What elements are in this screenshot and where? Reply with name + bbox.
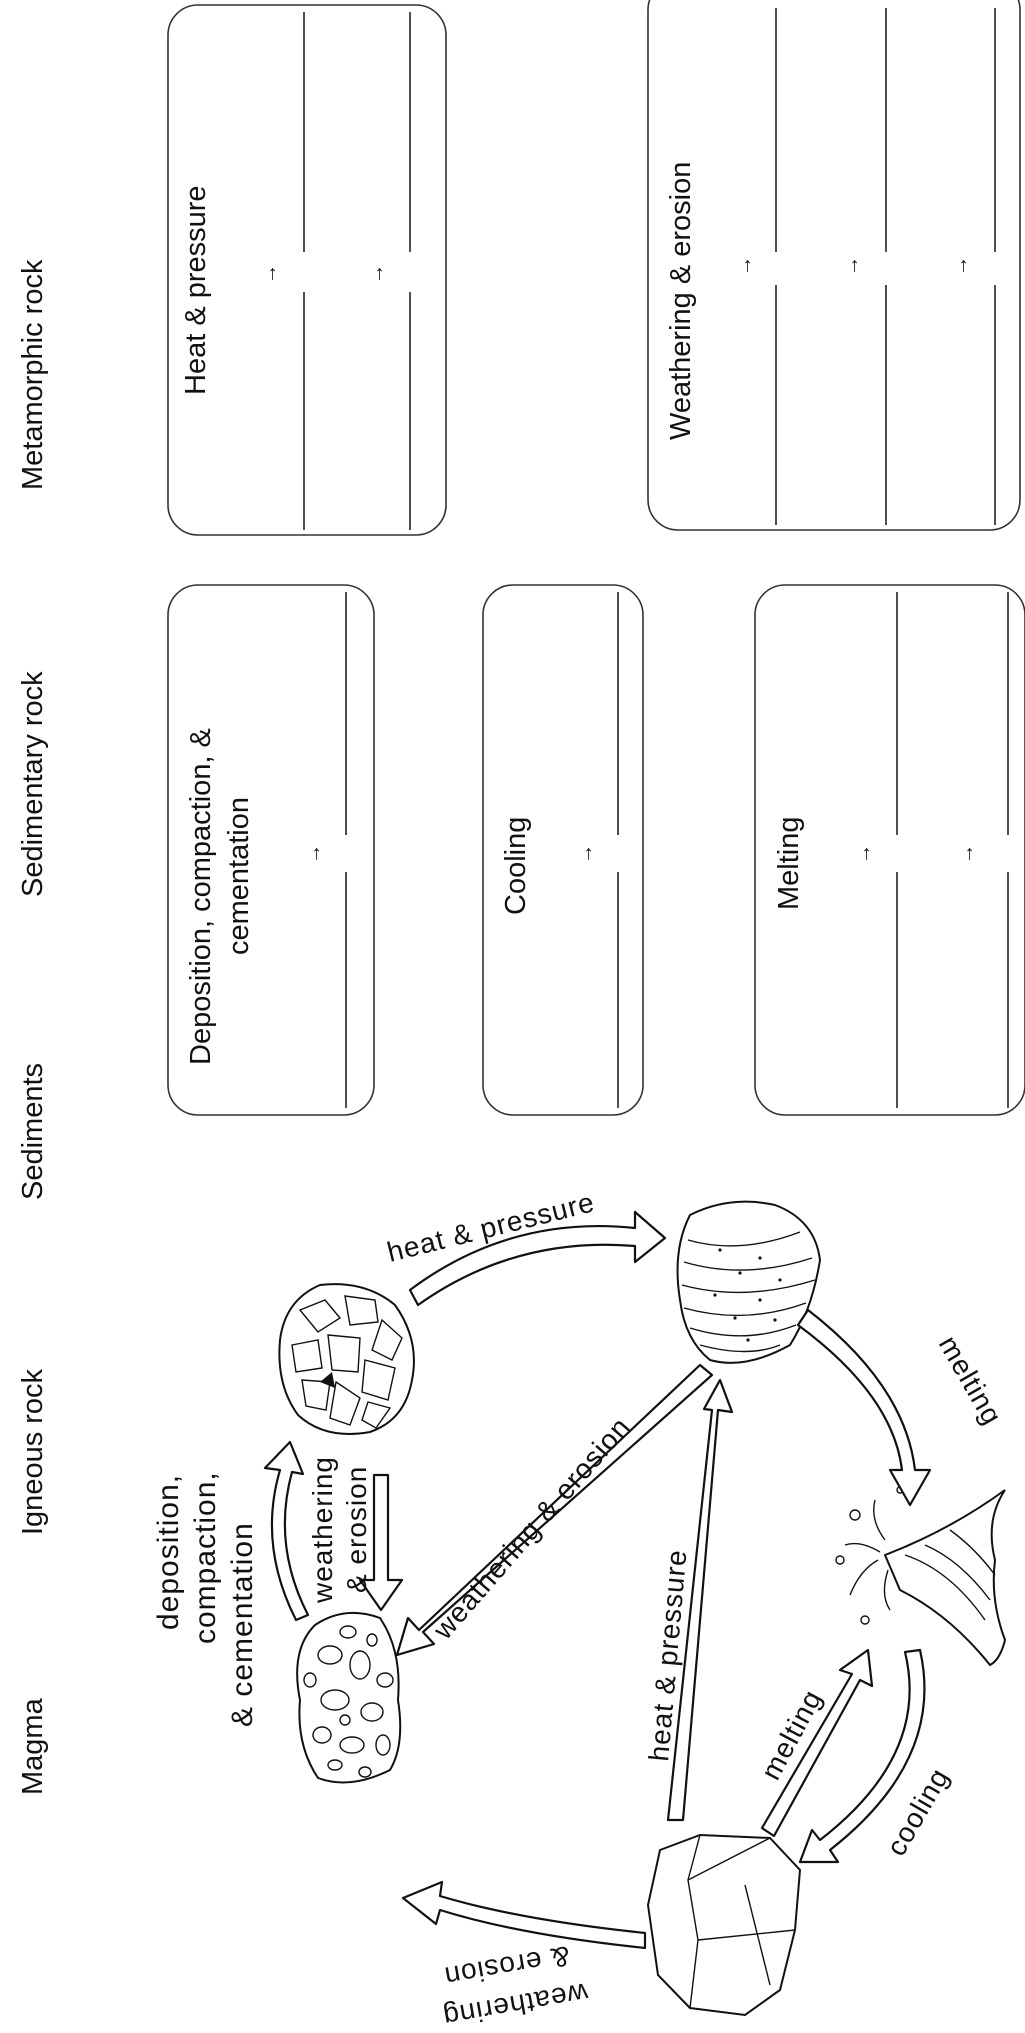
label-deposition-1: deposition, [152, 1474, 185, 1630]
heading-magma: Magma [17, 1697, 49, 1795]
box-title-deposition-line2: cementation [223, 797, 255, 955]
arrow-glyph: → [575, 844, 597, 864]
arrow-glyph: → [841, 256, 863, 276]
arrow-glyph: → [366, 264, 388, 284]
arrow-glyph: → [950, 256, 972, 276]
arrow-heat-pressure-inner [666, 1378, 734, 1822]
arrow-melting-right [796, 1308, 932, 1507]
arrow-glyph: → [734, 256, 756, 276]
fill-in-box-deposition: Deposition, compaction, & cementation → [167, 584, 375, 1116]
arrow-deposition [263, 1440, 310, 1622]
label-weathering-vertical-2: & erosion [341, 1466, 372, 1593]
arrow-glyph: → [853, 844, 875, 864]
arrow-glyph: → [303, 844, 325, 864]
arrow-melting-inner [760, 1648, 874, 1838]
volcano-illustration [835, 1486, 1007, 1667]
sedimentary-rock-illustration [296, 1611, 402, 1784]
heading-igneous-rock: Igneous rock [17, 1368, 49, 1535]
heading-metamorphic-rock: Metamorphic rock [17, 259, 49, 490]
label-melting-right: melting [933, 1331, 1008, 1431]
heading-sediments: Sediments [17, 1063, 49, 1200]
box-title-melting: Melting [773, 817, 805, 911]
label-weathering-vertical-1: weathering [307, 1456, 338, 1604]
igneous-rock-illustration [278, 1283, 415, 1435]
fill-in-box-weathering-erosion: Weathering & erosion → → → [647, 0, 1021, 531]
arrow-weathering-bottom [401, 1880, 647, 1950]
metamorphic-rock-illustration [676, 1200, 822, 1364]
label-deposition-3: & cementation [226, 1522, 259, 1727]
heading-sedimentary-rock: Sedimentary rock [17, 671, 49, 897]
arrow-heat-pressure-top [408, 1210, 667, 1307]
arrow-weathering-diagonal [395, 1363, 714, 1657]
fill-in-box-melting: Melting → → [754, 584, 1025, 1116]
arrow-glyph: → [956, 844, 978, 864]
box-title-weathering-erosion: Weathering & erosion [665, 162, 697, 440]
arrow-glyph: → [259, 264, 281, 284]
box-title-heat-pressure: Heat & pressure [180, 185, 212, 395]
box-title-deposition-line1: Deposition, compaction, & [185, 728, 217, 1065]
label-deposition-2: compaction, [189, 1471, 222, 1644]
fill-in-box-cooling: Cooling → [482, 584, 644, 1116]
arrow-weathering-vertical [358, 1473, 404, 1612]
box-title-cooling: Cooling [500, 817, 532, 915]
label-weathering-diagonal: weathering & erosion [426, 1411, 636, 1646]
arrow-cooling [798, 1648, 926, 1864]
magma-rock-illustration [646, 1833, 802, 2017]
fill-in-box-heat-pressure: Heat & pressure → → [167, 4, 447, 536]
